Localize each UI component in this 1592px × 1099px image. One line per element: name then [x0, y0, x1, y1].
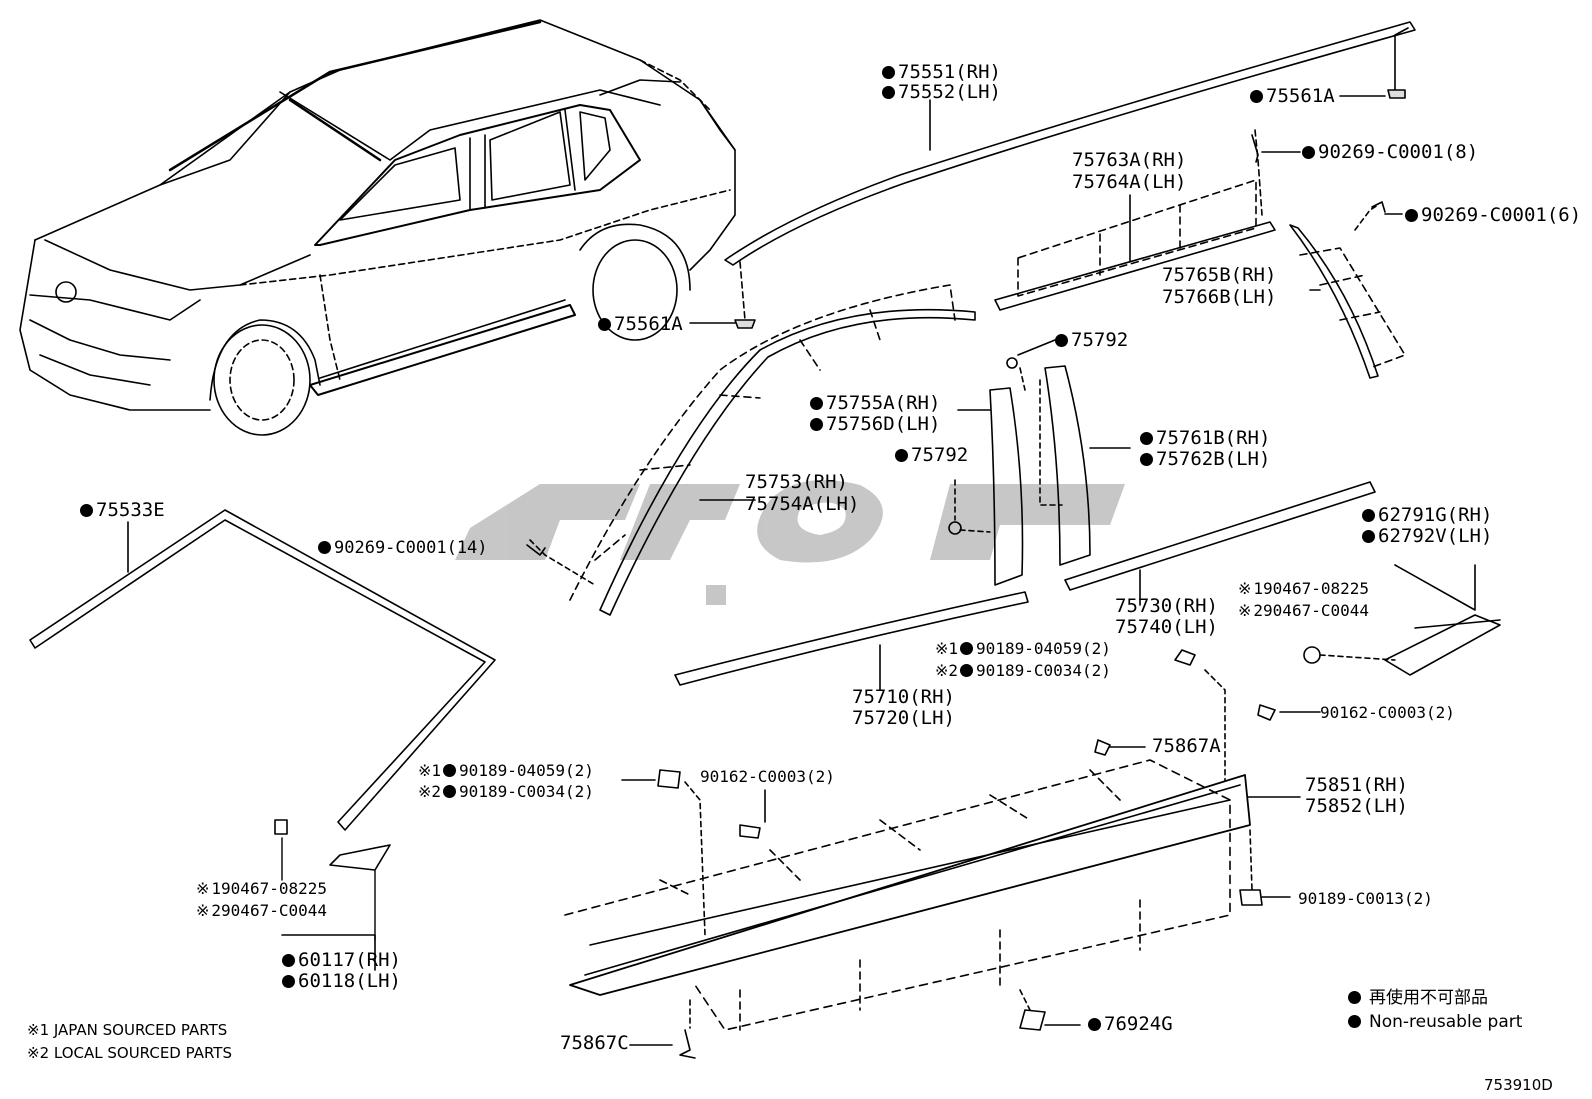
label-90162-l[interactable]: 90162-C0003(2) — [700, 767, 835, 786]
non-reusable-icon — [1348, 1015, 1361, 1028]
label-75761b[interactable]: 75761B(RH) — [1140, 428, 1270, 449]
door-frame-moulding-rear — [994, 129, 1301, 311]
label-75792-mid[interactable]: 75792 — [895, 445, 968, 466]
label-75710[interactable]: 75710(RH) — [852, 686, 955, 708]
non-reusable-icon — [895, 449, 908, 462]
label-75763a[interactable]: 75763A(RH) — [1072, 149, 1187, 171]
label-90467-c0044-l[interactable]: ※290467-C0044 — [196, 901, 327, 920]
non-reusable-icon — [1405, 209, 1418, 222]
non-reusable-icon — [282, 954, 295, 967]
non-reusable-icon — [1250, 90, 1263, 103]
non-reusable-icon — [282, 975, 295, 988]
label-90189-c0013[interactable]: 90189-C0013(2) — [1298, 889, 1433, 908]
non-reusable-icon — [1362, 509, 1375, 522]
non-reusable-icon — [443, 785, 457, 798]
label-62792v[interactable]: 62792V(LH) — [1362, 526, 1492, 547]
non-reusable-icon — [810, 418, 823, 431]
label-90162-r[interactable]: 90162-C0003(2) — [1320, 703, 1455, 722]
note-local-sourced: ※2 LOCAL SOURCED PARTS — [27, 1044, 232, 1062]
label-75762b[interactable]: 75762B(LH) — [1140, 449, 1270, 470]
label-75551[interactable]: 75551(RH) — [882, 62, 1001, 83]
non-reusable-icon — [1348, 991, 1361, 1004]
non-reusable-icon — [1140, 453, 1153, 466]
non-reusable-icon — [810, 397, 823, 410]
center-pillar-garnish — [948, 339, 1131, 586]
front-door-frame-moulding — [526, 284, 976, 616]
non-reusable-icon — [1088, 1018, 1101, 1031]
label-76924g[interactable]: 76924G — [1088, 1014, 1173, 1035]
label-75766b[interactable]: 75766B(LH) — [1162, 286, 1277, 308]
non-reusable-icon — [1140, 432, 1153, 445]
non-reusable-icon — [960, 664, 974, 677]
label-75756d[interactable]: 75756D(LH) — [810, 414, 940, 435]
label-75533e[interactable]: 75533E — [80, 500, 165, 521]
belt-moulding — [674, 481, 1376, 691]
label-75852[interactable]: 75852(LH) — [1305, 795, 1408, 817]
label-90269-6[interactable]: 90269-C0001(6) — [1405, 205, 1581, 226]
label-75867c[interactable]: 75867C — [560, 1032, 629, 1054]
non-reusable-icon — [443, 764, 457, 777]
non-reusable-icon — [882, 66, 895, 79]
label-75867a[interactable]: 75867A — [1152, 735, 1221, 757]
label-75753[interactable]: 75753(RH) — [745, 471, 848, 493]
diagram-code: 753910D — [1484, 1076, 1553, 1094]
fender-moulding-rear — [1303, 564, 1501, 676]
label-75755a[interactable]: 75755A(RH) — [810, 393, 940, 414]
label-60117[interactable]: 60117(RH) — [282, 950, 401, 971]
label-75764a[interactable]: 75764A(LH) — [1072, 171, 1187, 193]
label-75720[interactable]: 75720(LH) — [852, 707, 955, 729]
label-90269-14[interactable]: 90269-C0001(14) — [318, 538, 488, 559]
watermark-logo — [455, 480, 1125, 605]
label-62791g[interactable]: 62791G(RH) — [1362, 505, 1492, 526]
legend-jp: 再使用不可部品 — [1348, 987, 1488, 1010]
label-75740[interactable]: 75740(LH) — [1115, 616, 1218, 638]
label-75851[interactable]: 75851(RH) — [1305, 774, 1408, 796]
label-75754a[interactable]: 75754A(LH) — [745, 493, 860, 515]
non-reusable-icon — [1362, 530, 1375, 543]
label-75765b[interactable]: 75765B(RH) — [1162, 264, 1277, 286]
non-reusable-icon — [1302, 146, 1315, 159]
windshield-moulding — [29, 509, 496, 971]
rear-pillar-moulding — [1289, 201, 1406, 379]
label-90467-08225-l[interactable]: ※190467-08225 — [196, 879, 327, 898]
non-reusable-icon — [80, 504, 93, 517]
label-75561a-mid[interactable]: 75561A — [598, 314, 683, 335]
label-75561a-top[interactable]: 75561A — [1250, 86, 1335, 107]
label-90269-8[interactable]: 90269-C0001(8) — [1302, 142, 1478, 163]
vehicle-illustration — [19, 19, 736, 436]
label-60118[interactable]: 60118(LH) — [282, 971, 401, 992]
label-90467-08225-r[interactable]: ※190467-08225 — [1238, 579, 1369, 598]
rocker-panel-moulding — [564, 649, 1321, 1059]
label-90467-c0044-r[interactable]: ※290467-C0044 — [1238, 601, 1369, 620]
label-75792-top[interactable]: 75792 — [1055, 330, 1128, 351]
non-reusable-icon — [960, 642, 974, 655]
non-reusable-icon — [598, 318, 611, 331]
non-reusable-icon — [318, 541, 331, 554]
label-75730[interactable]: 75730(RH) — [1115, 595, 1218, 617]
label-75552[interactable]: 75552(LH) — [882, 82, 1001, 103]
legend-en: Non-reusable part — [1348, 1011, 1522, 1034]
note-japan-sourced: ※1 JAPAN SOURCED PARTS — [27, 1021, 228, 1039]
non-reusable-icon — [882, 86, 895, 99]
roof-drip-moulding — [689, 21, 1416, 329]
non-reusable-icon — [1055, 334, 1068, 347]
